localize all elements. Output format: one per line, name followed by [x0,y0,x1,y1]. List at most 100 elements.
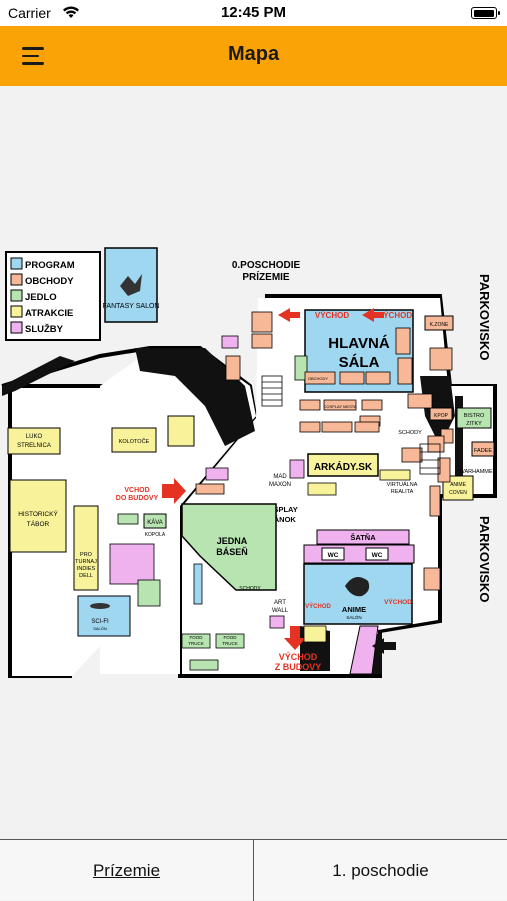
kolotoce[interactable] [111,427,157,453]
legend-sluzby: SLUŽBY [25,323,64,335]
wc-2-label: WC [372,552,383,559]
pro-turnaj-label-3: INDIES [77,566,96,572]
wc-1-label: WC [328,552,339,559]
bistro[interactable] [456,407,492,429]
wc-2[interactable] [365,547,389,561]
scifi-sub-label: SALÓN [93,626,107,631]
parkovisko-label-bottom: PARKOVISKO [477,516,492,602]
tab-1-poschodie[interactable]: 1. poschodie [254,840,507,901]
food-stalls [109,513,441,671]
scifi-label: SCI-FI [91,619,109,625]
cosplay-mesta-label: COSPLAY MESTA [323,404,356,409]
mad-maxon-label-2: MAXON [269,482,291,488]
art-wall-label-1: ART [274,600,286,606]
hlavna-sala-label-1: HLAVNÁ [328,335,390,352]
exit-arrow-icon [362,308,384,322]
kava-label: KÁVA [147,519,163,526]
food-truck-2-label-2: TRUCK [222,641,238,646]
kava[interactable] [143,513,167,529]
map-view[interactable]: PROGRAM OBCHODY JEDLO ATRAKCIE SLUŽBY 0.… [0,86,507,839]
bistro-label-2: ZITKY [466,421,482,427]
legend-jedlo: JEDLO [25,292,57,303]
vychod-left-label: VÝCHOD [315,311,349,320]
jedna-basen-label-2: BÁSEŇ [216,546,248,557]
k-zone[interactable] [424,315,454,331]
luko-label-1: LUKO [26,434,43,440]
historicky-label-2: TÁBOR [27,519,50,528]
kpop[interactable] [429,407,453,421]
anime-salon-icon [345,577,370,597]
anime-vychod-right: VÝCHOD [384,597,412,606]
anime-label: ANIME [342,605,366,614]
historicky-label-1: HISTORICKÝ [18,509,58,518]
jedna-basen[interactable] [181,503,277,591]
arkady-label: ARKÁDY.SK [314,460,373,473]
page-title: Mapa [227,43,280,65]
kolotoce-label: KOLOTOČE [119,438,150,445]
schody-2-label: SCHODY [239,586,261,592]
legend-program: PROGRAM [25,260,75,271]
satna[interactable] [316,529,410,545]
carrier-label: Carrier [8,5,51,21]
stairs [261,375,441,475]
entrance-arrow-icon [372,638,396,654]
hamburger-icon[interactable] [22,47,44,65]
cosplay-label-2: STÁNOK [264,515,296,524]
luko-strelnica[interactable] [7,427,61,455]
anime-coven-label-2: COVEN [449,490,467,496]
vchod-label-2: DO BUDOVY [116,495,159,502]
fadee[interactable] [471,441,495,457]
battery-icon [471,7,500,19]
fadee-label: FADEE [474,448,492,454]
bistro-label-1: BISTRO [464,413,485,419]
vchod-arrow-icon [162,478,186,504]
obchody-label: OBCHODY [308,376,329,381]
pro-turnaj-label-4: DELL [79,573,93,579]
floor-tabs: Prízemie 1. poschodie [0,839,507,901]
anime-vychod-left: VÝCHOD [305,603,331,610]
vychod-bottom-label-1: VÝCHOD [279,651,318,662]
exit-arrow-icon [278,308,300,322]
virtualna-label-1: VIRTUÁLNA [387,481,418,488]
spaceship-icon [90,603,110,609]
food-truck-1-label-2: TRUCK [188,641,204,646]
tab-prizemie-label: Prízemie [92,860,161,880]
jedna-basen-label-1: JEDNA [217,536,248,546]
floor-map[interactable]: PROGRAM OBCHODY JEDLO ATRAKCIE SLUŽBY 0.… [0,86,507,839]
map-legend: PROGRAM OBCHODY JEDLO ATRAKCIE SLUŽBY [5,251,101,341]
floor-label-0: 0.POSCHODIE [232,260,301,271]
luko-label-2: STRELNICA [17,443,51,449]
vychod-right-label: VÝCHOD [378,311,412,320]
shop-stalls [221,311,453,427]
app-header: Mapa [0,26,507,86]
vychod-arrow-icon [284,626,306,650]
scifi-salon[interactable] [77,595,131,637]
satna-label: ŠATŇA [350,533,376,542]
wc-1[interactable] [321,547,345,561]
floor-label-prizemie: PRÍZEMIE [242,270,290,283]
hlavna-sala-label-2: SÁLA [339,354,380,371]
anime-coven-label-1: ANIME [450,482,467,488]
wifi-icon [63,6,79,18]
tab-1-poschodie-label: 1. poschodie [332,860,429,880]
pro-turnaj-label-1: PRO [80,552,93,558]
mad-maxon-label-1: MAD [273,474,287,480]
legend-atrakcie: ATRAKCIE [25,308,73,319]
vstupenky[interactable] [349,625,379,675]
arkady-sk[interactable] [307,453,379,477]
virtualna-label-2: REALITA [391,489,414,495]
pro-turnaj[interactable] [73,505,99,591]
k-zone-label: K.ZONE [430,322,449,328]
food-truck-2-label-1: FOOD [224,635,238,640]
kopola-label: KOPOLA [145,532,166,538]
fantasy-label: FANTASY SALON [103,303,160,310]
kpop-label: KPOP [434,413,449,419]
status-time: 12:45 PM [220,4,287,21]
parkovisko-label-top: PARKOVISKO [477,274,492,360]
food-truck-1-label-1: FOOD [190,635,204,640]
legend-obchody: OBCHODY [25,276,74,287]
vchod-label-1: VCHOD [124,487,149,494]
tab-prizemie[interactable]: Prízemie [0,840,254,901]
warhammer-label: WARHAMMER [459,469,496,475]
historicky-tabor[interactable] [9,479,67,553]
